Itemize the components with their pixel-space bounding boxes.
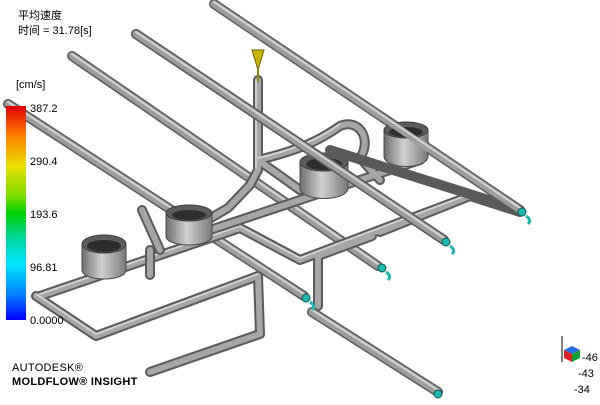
legend-tick-max: 387.2 [30,103,58,115]
runner-system [137,75,425,280]
axis-readout-1: -46 [582,352,598,364]
color-scale-bar [6,106,26,320]
inlet-marker [377,263,392,282]
cooling-lines-front [131,0,525,245]
inlet-marker [301,293,316,312]
axis-readout-2: -43 [578,368,594,380]
brand-product: MOLDFLOW® INSIGHT [12,376,138,388]
legend-tick-2: 290.4 [30,156,58,168]
cavity-1 [81,234,127,280]
legend-tick-min: 0.0000 [30,315,64,327]
inlet-marker [441,237,456,256]
axis-readout-3: -34 [574,384,590,396]
cavity-2 [165,204,213,246]
legend-unit-label: [cm/s] [16,79,46,91]
inlet-marker [433,389,443,399]
brand-logo: AUTODESK® MOLDFLOW® INSIGHT [12,361,138,389]
legend-tick-4: 96.81 [30,262,58,274]
result-title: 平均速度 [18,10,62,22]
inlet-marker [517,207,532,226]
coolant-inlet-markers [301,207,532,399]
brand-company: AUTODESK® [12,362,84,374]
legend-tick-3: 193.6 [30,209,58,221]
injection-point-marker [251,49,265,82]
time-readout: 时间 = 31.78[s] [18,25,92,37]
axis-triad-icon[interactable] [560,334,584,364]
